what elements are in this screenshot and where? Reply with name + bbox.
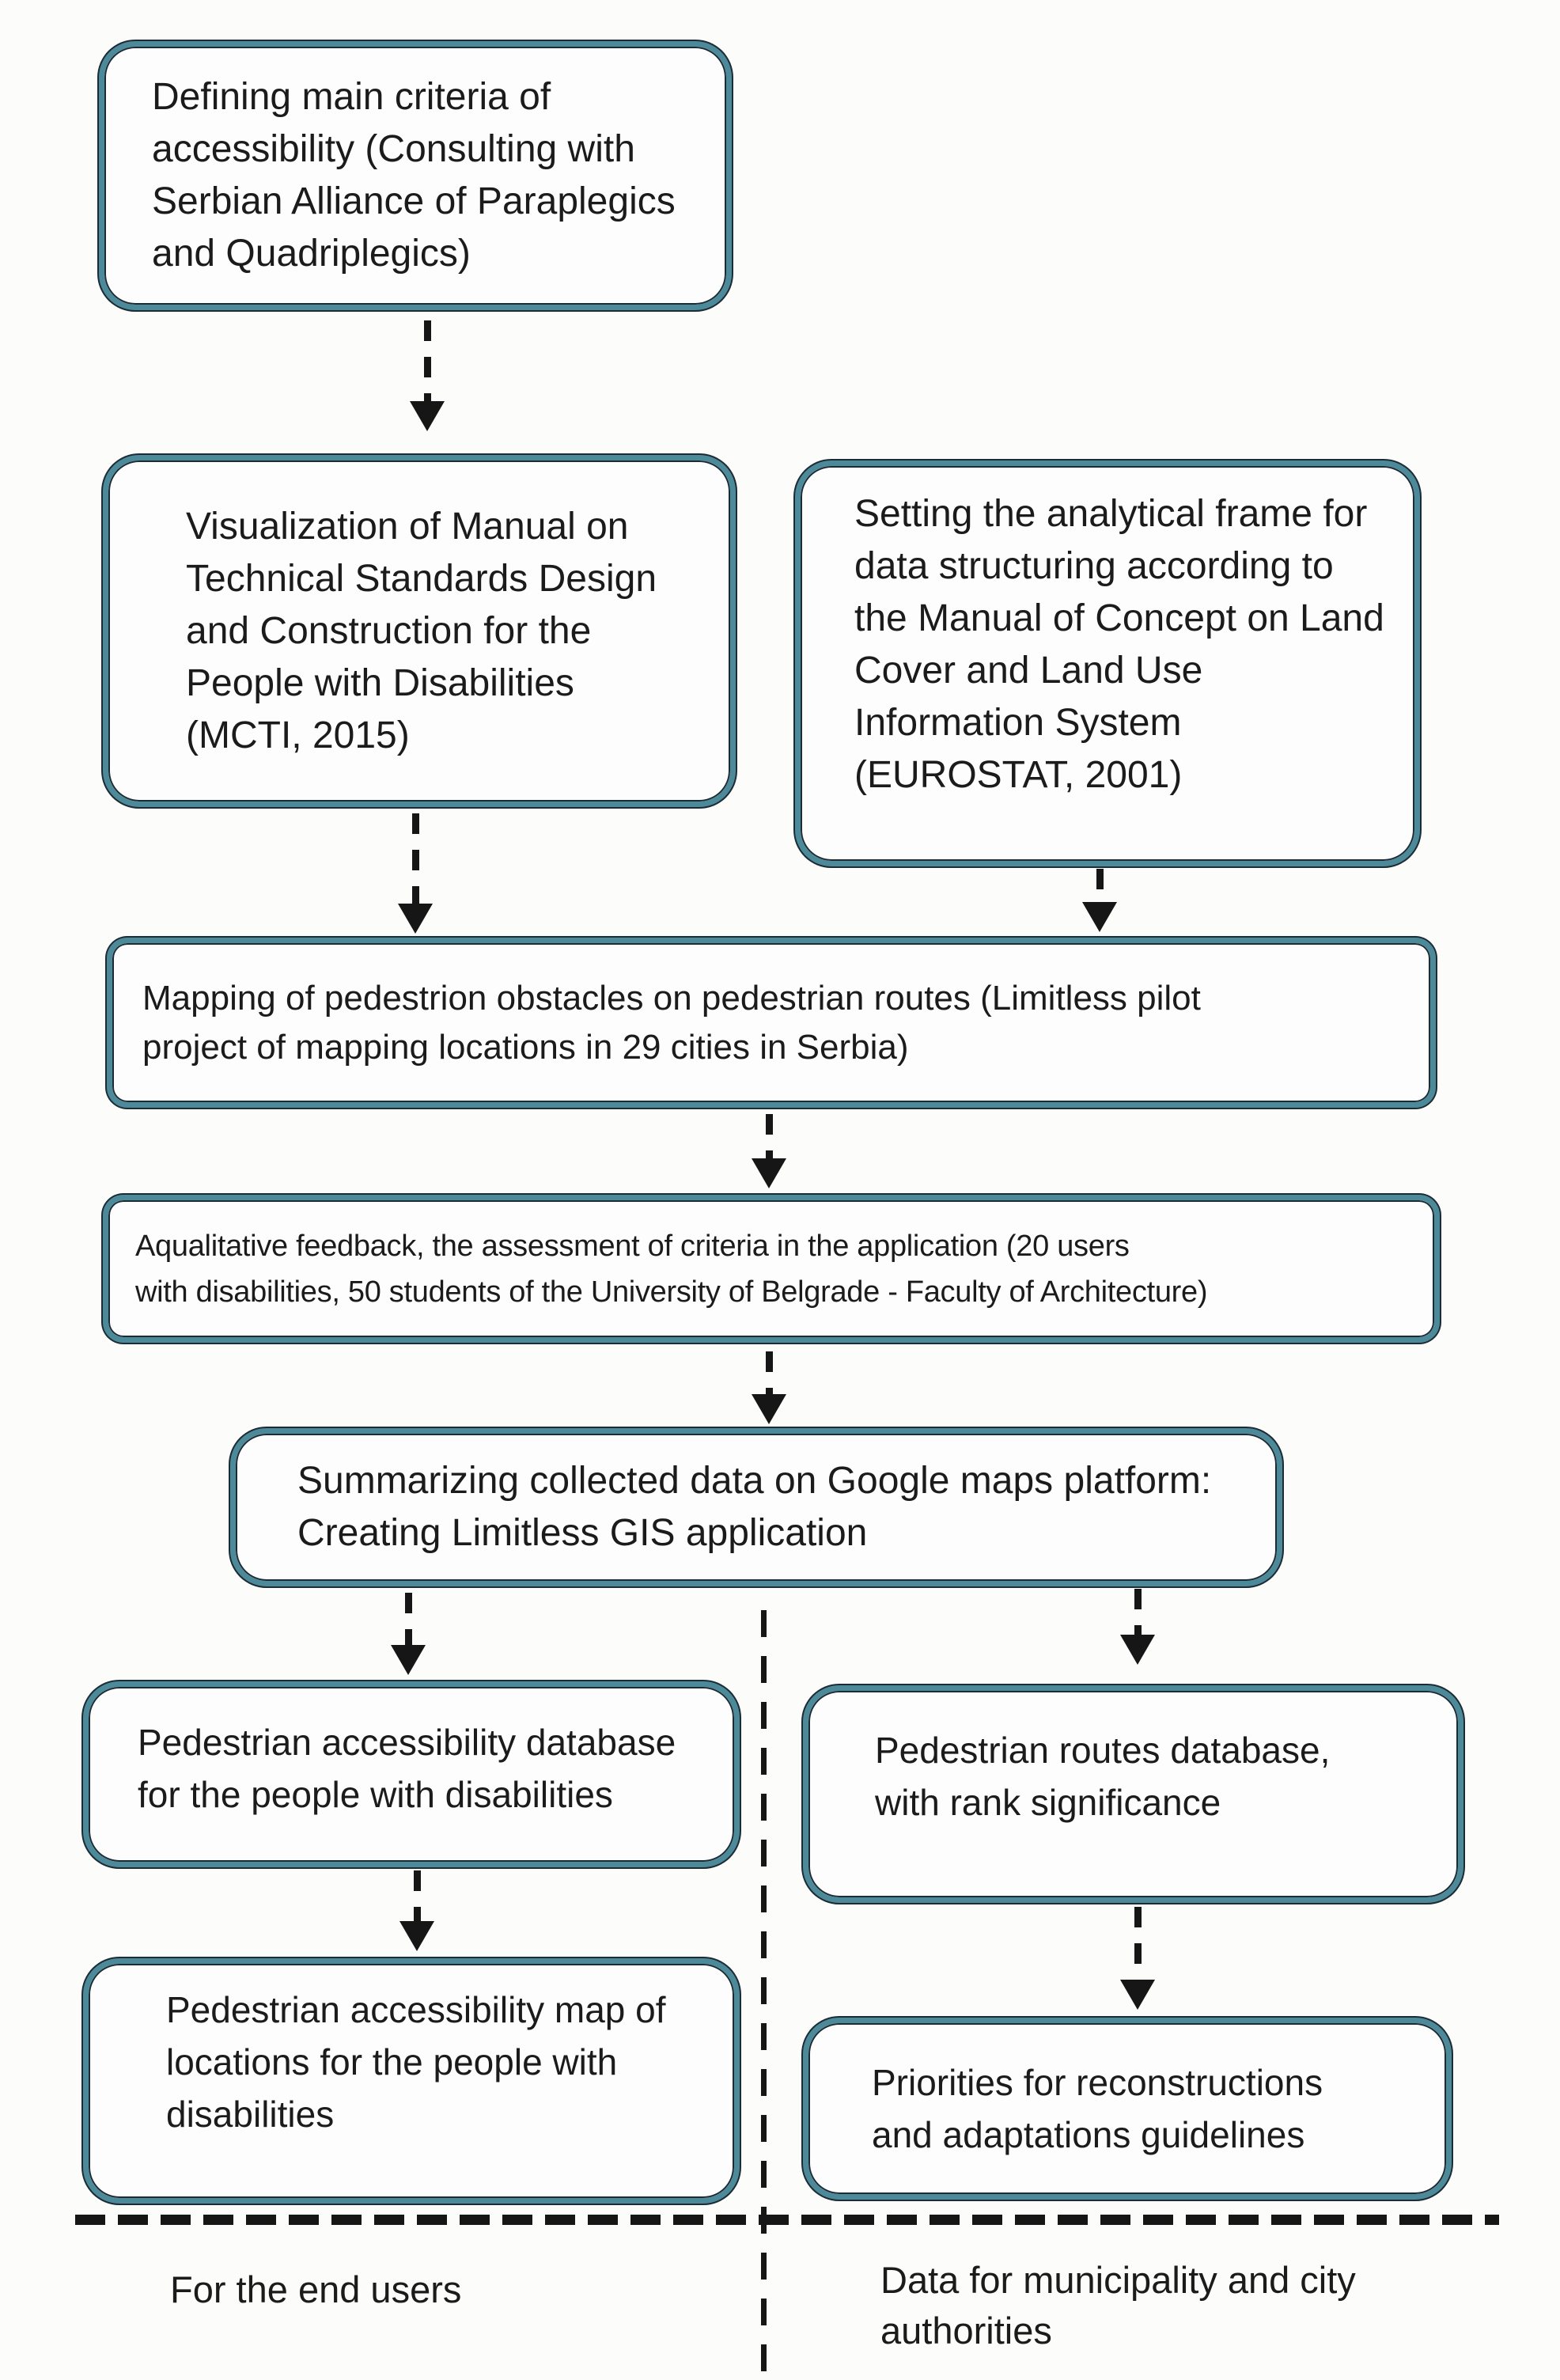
arrow-shaft bbox=[765, 1351, 773, 1396]
text-line: (MCTI, 2015) bbox=[186, 714, 410, 756]
flow-box-mapping-obstacles: Mapping of pedestrion obstacles on pedes… bbox=[107, 938, 1436, 1108]
text-line: and Construction for the bbox=[186, 609, 592, 652]
text-line: locations for the people with bbox=[166, 2041, 618, 2082]
arrow-shaft bbox=[423, 320, 431, 403]
text-line: Technical Standards Design bbox=[186, 557, 657, 600]
arrow-head bbox=[1120, 1635, 1155, 1665]
text-line: the Manual of Concept on Land bbox=[854, 597, 1384, 639]
arrow-analytical-to-mapping bbox=[1081, 869, 1118, 932]
arrow-shaft bbox=[1134, 1589, 1142, 1636]
text-line: authorities bbox=[880, 2310, 1052, 2352]
flow-box-defining-criteria: Defining main criteria of accessibility (… bbox=[99, 41, 732, 310]
text-line: Cover and Land Use bbox=[854, 649, 1203, 692]
arrow-head bbox=[1120, 1980, 1155, 2010]
arrow-shaft bbox=[1096, 869, 1104, 904]
arrow-head bbox=[391, 1645, 426, 1675]
footer-label-end-users: For the end users bbox=[170, 2264, 461, 2315]
vertical-dashed-separator bbox=[761, 1610, 767, 2380]
text-line: For the end users bbox=[170, 2268, 462, 2310]
text-line: accessibility (Consulting with bbox=[152, 128, 635, 170]
text-line: Creating Limitless GIS application bbox=[297, 1512, 868, 1554]
text-line: for the people with disabilities bbox=[138, 1773, 613, 1815]
arrow-shaft bbox=[404, 1593, 412, 1647]
flow-box-summarizing-data: Summarizing collected data on Google map… bbox=[230, 1428, 1282, 1586]
flow-box-accessibility-database: Pedestrian accessibility database for the… bbox=[83, 1681, 740, 1867]
arrow-head bbox=[399, 1921, 434, 1951]
text-line: Aqualitative feedback, the assessment of… bbox=[135, 1229, 1130, 1263]
text-line: data structuring according to bbox=[854, 544, 1334, 587]
text-line: Setting the analytical frame for bbox=[854, 492, 1368, 535]
arrow-head bbox=[752, 1394, 786, 1424]
text-line: and adaptations guidelines bbox=[872, 2114, 1305, 2155]
text-line: disabilities bbox=[166, 2094, 335, 2135]
flow-box-visualization-manual: Visualization of Manual on Technical Stan… bbox=[103, 455, 736, 807]
text-line: Information System bbox=[854, 701, 1182, 744]
flow-box-accessibility-map: Pedestrian accessibility map of locations… bbox=[83, 1958, 740, 2204]
text-line: People with Disabilities bbox=[186, 661, 574, 704]
text-line: Pedestrian accessibility map of bbox=[166, 1989, 666, 2030]
arrow-summarizing-to-database bbox=[390, 1593, 426, 1675]
text-line: Summarizing collected data on Google map… bbox=[297, 1460, 1212, 1502]
text-line: with rank significance bbox=[875, 1781, 1221, 1823]
arrow-mapping-to-feedback bbox=[751, 1114, 787, 1188]
text-line: and Quadriplegics) bbox=[152, 233, 471, 275]
flow-box-priorities-reconstructions: Priorities for reconstructions and adapta… bbox=[803, 2018, 1452, 2200]
text-line: Pedestrian accessibility database bbox=[138, 1721, 676, 1763]
text-line: Data for municipality and city bbox=[880, 2259, 1356, 2301]
arrow-database-to-map bbox=[399, 1870, 435, 1951]
arrow-defining-to-visualization bbox=[409, 320, 445, 431]
arrow-head bbox=[398, 904, 433, 934]
arrow-shaft bbox=[1134, 1907, 1142, 1981]
arrow-shaft bbox=[765, 1114, 773, 1160]
horizontal-dashed-separator bbox=[75, 2215, 1499, 2225]
flow-box-qualitative-feedback: Aqualitative feedback, the assessment of… bbox=[103, 1195, 1440, 1343]
flow-box-routes-database: Pedestrian routes database, with rank sig… bbox=[803, 1685, 1463, 1903]
arrow-summarizing-to-routes bbox=[1119, 1589, 1156, 1665]
footer-label-municipality: Data for municipality and city authoritie… bbox=[880, 2255, 1356, 2356]
text-line: Priorities for reconstructions bbox=[872, 2062, 1323, 2103]
arrow-routes-to-priorities bbox=[1119, 1907, 1156, 2010]
text-line: (EUROSTAT, 2001) bbox=[854, 753, 1183, 796]
arrow-head bbox=[1082, 902, 1117, 932]
text-line: Visualization of Manual on bbox=[186, 505, 629, 548]
arrow-shaft bbox=[411, 813, 419, 905]
arrow-shaft bbox=[413, 1870, 421, 1923]
arrow-visualization-to-mapping bbox=[397, 813, 434, 934]
text-line: project of mapping locations in 29 citie… bbox=[142, 1027, 909, 1067]
arrow-head bbox=[752, 1158, 786, 1188]
text-line: Defining main criteria of bbox=[152, 76, 551, 118]
text-line: Pedestrian routes database, bbox=[875, 1729, 1331, 1771]
text-line: Mapping of pedestrion obstacles on pedes… bbox=[142, 978, 1201, 1018]
text-line: Serbian Alliance of Paraplegics bbox=[152, 180, 676, 222]
arrow-head bbox=[410, 401, 445, 431]
arrow-feedback-to-summarizing bbox=[751, 1351, 787, 1424]
flow-box-analytical-frame: Setting the analytical frame for data str… bbox=[795, 460, 1420, 866]
text-line: with disabilities, 50 students of the Un… bbox=[135, 1275, 1208, 1309]
